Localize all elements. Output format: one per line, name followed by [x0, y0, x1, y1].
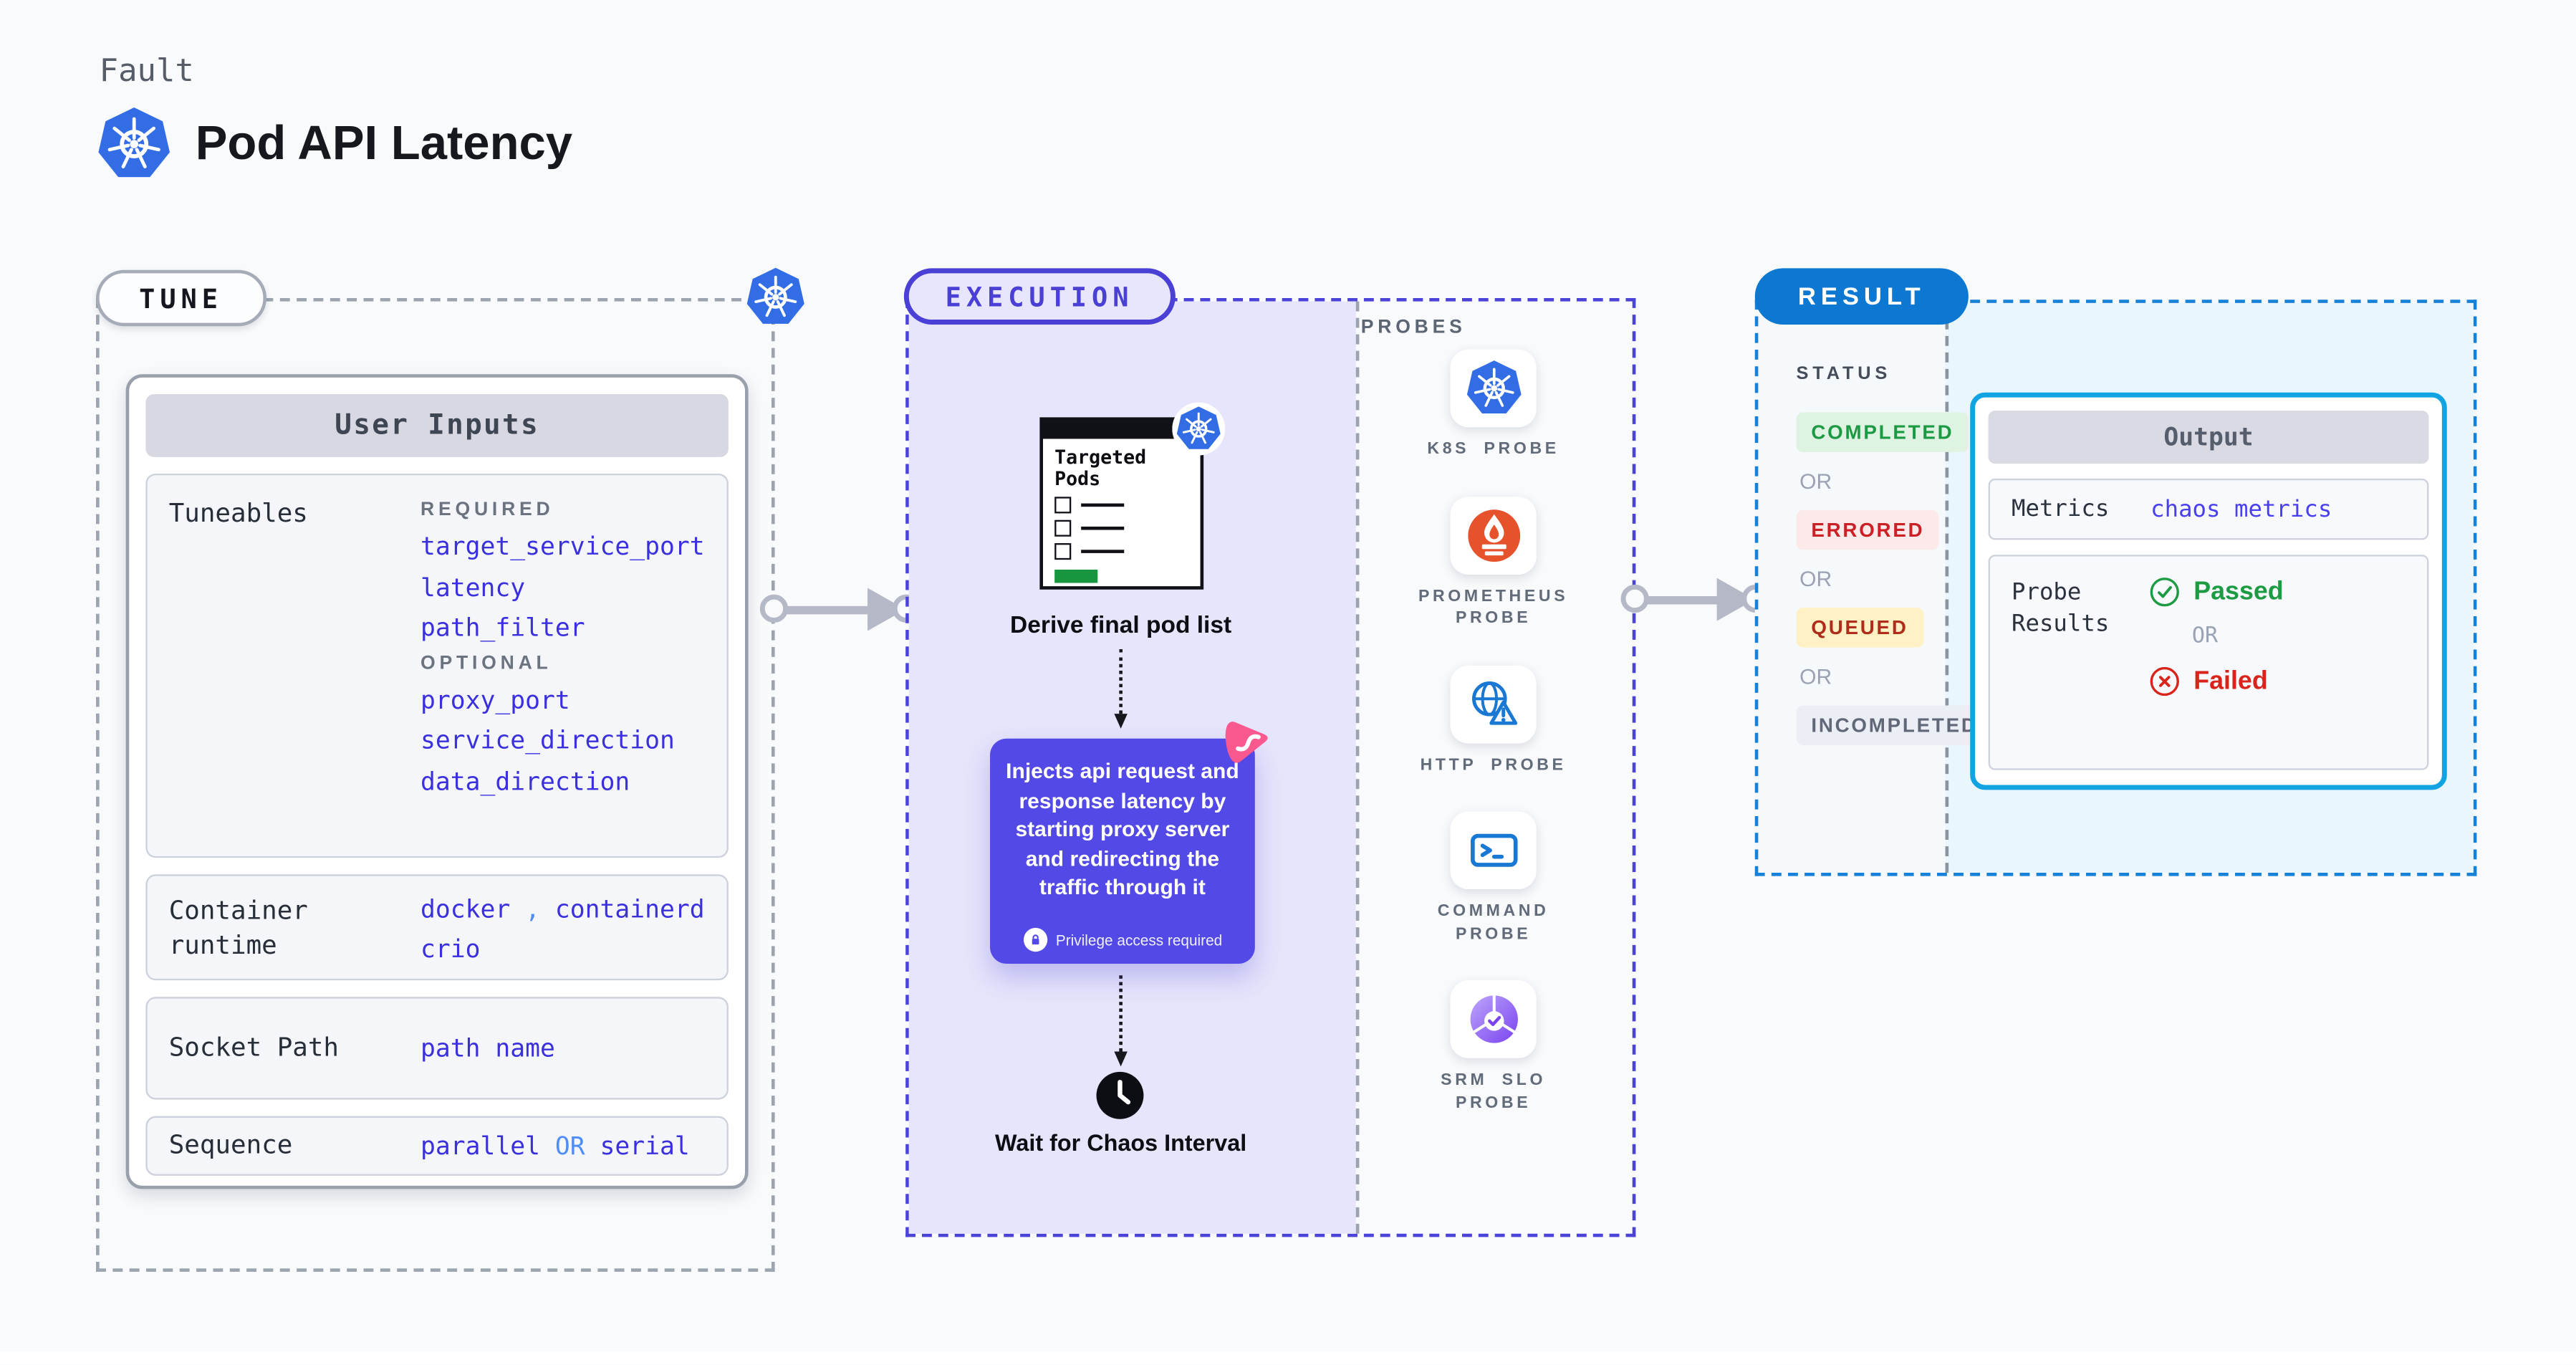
- param-target-service-port: target_service_port: [420, 531, 705, 562]
- probe-card-prometheus: [1450, 496, 1537, 574]
- probes-column-label: PROBES: [1360, 317, 1466, 338]
- http-globe-warning-icon: [1464, 675, 1522, 733]
- execution-probes-divider: [1355, 301, 1360, 1234]
- lock-icon: [1022, 927, 1048, 952]
- metrics-row: Metrics chaos metrics: [1988, 478, 2429, 540]
- param-latency: latency: [420, 572, 526, 603]
- param-path-filter: path_filter: [420, 613, 585, 643]
- inject-latency-description: Injects api request and response latency…: [1006, 758, 1239, 899]
- targeted-pods-title: Targeted Pods: [1054, 445, 1147, 491]
- checkbox-icon: [1054, 543, 1072, 560]
- probe-card-http: [1450, 664, 1537, 743]
- page-title-row: Pod API Latency: [96, 106, 572, 182]
- flow-arrow-down: [1114, 975, 1128, 1067]
- or-separator: OR: [1799, 469, 1832, 494]
- kubernetes-icon: [1464, 360, 1522, 418]
- optional-label: OPTIONAL: [420, 653, 552, 674]
- pod-list-item: [1054, 543, 1200, 560]
- metrics-label: Metrics: [2011, 495, 2110, 522]
- status-label: STATUS: [1796, 364, 1892, 385]
- x-circle-icon: [2150, 666, 2180, 696]
- derive-pod-list-label: Derive final pod list: [1010, 613, 1232, 640]
- failed-line: Failed: [2147, 664, 2283, 699]
- or-separator: OR: [1799, 566, 1832, 592]
- prometheus-icon: [1467, 509, 1520, 561]
- execution-section-pill: EXECUTION: [903, 268, 1176, 325]
- param-proxy-port: proxy_port: [420, 684, 570, 715]
- probe-label: PROMETHEUS PROBE: [1418, 587, 1569, 628]
- probe-label: HTTP PROBE: [1420, 756, 1567, 775]
- kubernetes-icon: [1172, 403, 1225, 456]
- output-title: Output: [1988, 411, 2429, 464]
- user-inputs-title: User Inputs: [145, 394, 729, 457]
- tune-to-execution-arrow: [759, 588, 921, 631]
- terminal-icon: [1464, 821, 1522, 879]
- metrics-value: chaos metrics: [2150, 496, 2332, 523]
- user-inputs-card: User Inputs Tuneables REQUIRED target_se…: [125, 374, 749, 1189]
- probes-list: K8S PROBE PROMETHEUS PROBE HTTP PROBE CO…: [1394, 349, 1592, 1149]
- status-column: STATUS COMPLETED OR ERRORED OR QUEUED OR…: [1796, 364, 1993, 745]
- list-line: [1081, 503, 1125, 507]
- probe-results-label: Probe Results: [2011, 579, 2110, 638]
- slo-gauge-check-icon: [1464, 990, 1522, 1048]
- page-title: Pod API Latency: [195, 116, 573, 170]
- list-line: [1081, 550, 1125, 553]
- bottom-strip: [0, 1351, 2576, 1365]
- container-runtime-label: Container runtime: [168, 896, 308, 961]
- param-data-direction: data_direction: [420, 765, 630, 796]
- inject-latency-step: Injects api request and response latency…: [990, 739, 1255, 964]
- targeted-pods-window: Targeted Pods: [1039, 417, 1203, 590]
- flow-arrow-down: [1114, 648, 1128, 729]
- socket-path-value: path name: [420, 1033, 555, 1063]
- container-runtime-row: Container runtime docker , containerd cr…: [145, 874, 729, 981]
- pod-list-item: [1054, 519, 1200, 537]
- privilege-note: Privilege access required: [990, 927, 1255, 952]
- checkbox-icon: [1054, 497, 1072, 514]
- tuneables-params: REQUIRED target_service_port latency pat…: [420, 495, 705, 802]
- checkbox-icon: [1054, 519, 1072, 537]
- or-separator: OR: [1799, 664, 1832, 689]
- result-section-pill: RESULT: [1754, 268, 1969, 325]
- sequence-row: Sequence parallel OR serial: [145, 1116, 729, 1176]
- kubernetes-icon: [745, 267, 807, 328]
- required-label: REQUIRED: [420, 499, 554, 520]
- fault-category-label: Fault: [99, 52, 194, 90]
- socket-path-label: Socket Path: [168, 1032, 339, 1063]
- passed-line: Passed: [2147, 575, 2284, 610]
- probe-results-row: Probe Results Passed OR Failed: [1988, 555, 2429, 770]
- socket-path-row: Socket Path path name: [145, 997, 729, 1100]
- status-badge: INCOMPLETED: [1796, 705, 1993, 745]
- kubernetes-icon: [96, 106, 172, 182]
- probe-card-command: [1450, 811, 1537, 890]
- progress-bar: [1054, 570, 1098, 583]
- probe-results-values: Passed OR Failed: [2147, 575, 2284, 699]
- wait-chaos-interval-label: Wait for Chaos Interval: [995, 1129, 1247, 1156]
- container-runtime-values: docker , containerd crio: [420, 894, 705, 963]
- tuneables-row: Tuneables REQUIRED target_service_port l…: [145, 473, 729, 858]
- tune-section-frame: [96, 297, 775, 1272]
- or-separator: OR: [2191, 624, 2219, 649]
- probe-label: SRM SLO PROBE: [1441, 1071, 1547, 1112]
- probe-card-k8s: [1450, 349, 1537, 428]
- list-line: [1081, 526, 1125, 530]
- status-badge: QUEUED: [1796, 608, 1923, 648]
- output-card: Output Metrics chaos metrics Probe Resul…: [1970, 392, 2447, 790]
- status-badge: ERRORED: [1796, 509, 1940, 550]
- status-output-divider: [1945, 302, 1949, 873]
- sequence-value: parallel OR serial: [420, 1131, 690, 1162]
- probe-card-srm-slo: [1450, 980, 1537, 1058]
- probe-label: COMMAND PROBE: [1437, 902, 1549, 944]
- param-service-direction: service_direction: [420, 725, 675, 755]
- tuneables-label: Tuneables: [168, 498, 308, 529]
- check-circle-icon: [2150, 577, 2180, 607]
- chaos-pinwheel-icon: [1213, 712, 1282, 781]
- status-badge: COMPLETED: [1796, 412, 1969, 452]
- execution-to-result-arrow: [1620, 578, 1770, 621]
- probe-label: K8S PROBE: [1427, 440, 1559, 459]
- clock-icon: [1095, 1070, 1146, 1121]
- pod-list-item: [1054, 497, 1200, 514]
- tune-section-pill: TUNE: [96, 269, 266, 327]
- sequence-label: Sequence: [168, 1130, 293, 1160]
